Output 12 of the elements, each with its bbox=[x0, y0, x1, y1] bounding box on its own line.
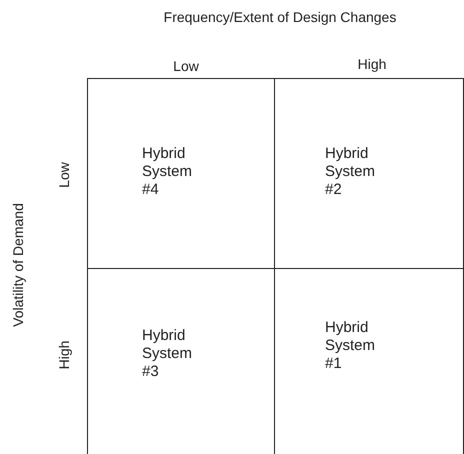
column-header: Low bbox=[173, 58, 199, 74]
quadrant-cell bbox=[87, 78, 275, 269]
row-header: Low bbox=[56, 162, 72, 188]
row-header: High bbox=[56, 340, 72, 370]
quadrant-cell bbox=[274, 78, 464, 269]
column-header: High bbox=[358, 56, 386, 72]
axis-title: Volatility of Demand bbox=[10, 203, 26, 327]
quadrant-label: Hybrid System #4 bbox=[142, 145, 194, 199]
quadrant-label: Hybrid System #3 bbox=[142, 327, 194, 381]
quadrant-label: Hybrid System #1 bbox=[325, 319, 376, 373]
quadrant-label: Hybrid System #2 bbox=[325, 145, 376, 199]
axis-title: Frequency/Extent of Design Changes bbox=[164, 9, 396, 25]
